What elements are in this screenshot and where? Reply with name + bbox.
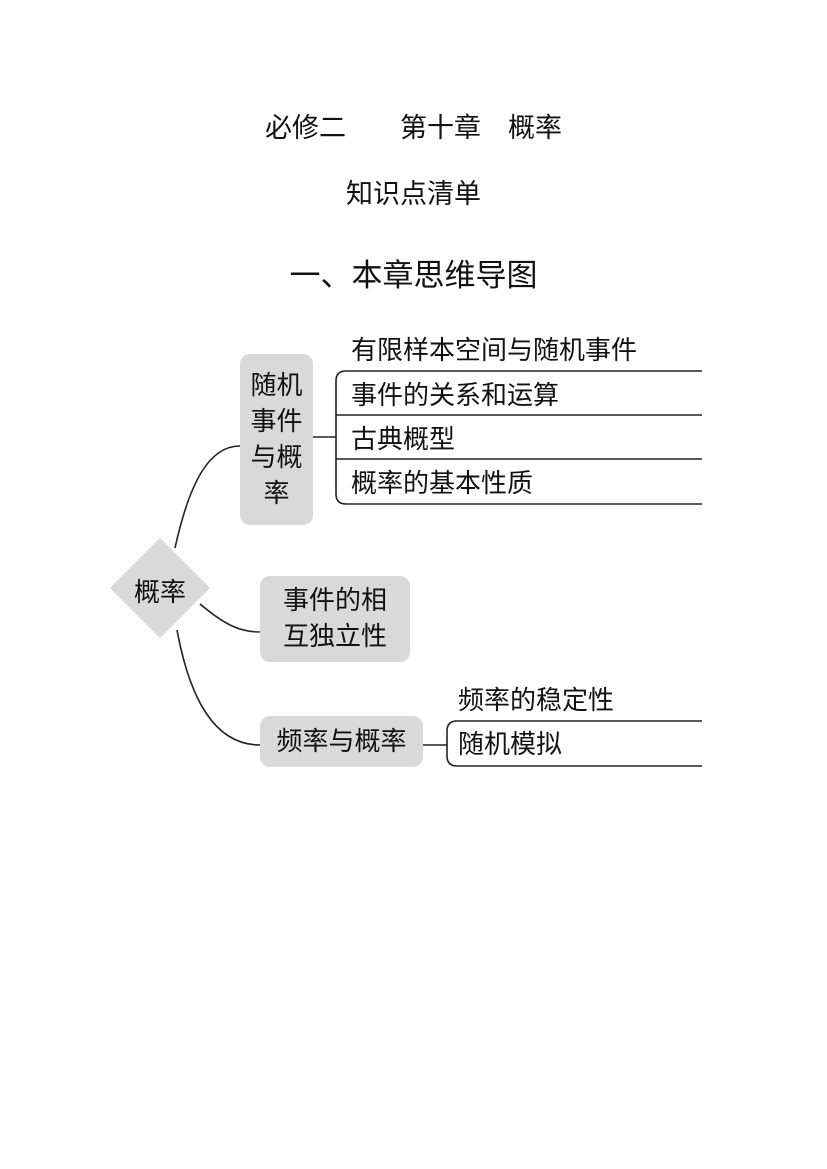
connector-root-branch3 (176, 629, 261, 746)
branch-random-events: 随机 事件 与概 率 (240, 354, 313, 525)
document-title: 必修二 第十章 概率 (265, 113, 562, 144)
connector-root-branch2 (199, 603, 261, 633)
section-heading: 一、本章思维导图 (289, 258, 538, 294)
bracket-branch1 (335, 370, 702, 505)
branch-frequency: 频率与概率 (260, 716, 423, 767)
leaf-event-relations: 事件的关系和运算 (351, 381, 560, 411)
root-diamond (110, 538, 210, 638)
leaf-sample-space: 有限样本空间与随机事件 (351, 336, 638, 366)
root-node: 概率 (134, 578, 187, 608)
connector-root-branch1 (174, 445, 241, 549)
document-subtitle: 知识点清单 (346, 179, 481, 210)
leaf-basic-properties: 概率的基本性质 (351, 469, 534, 499)
leaf-random-simulation: 随机模拟 (458, 730, 563, 760)
branch-independence: 事件的相 互独立性 (260, 576, 410, 662)
bracket-branch3 (446, 720, 702, 767)
leaf-classical-probability: 古典概型 (351, 425, 456, 455)
leaf-frequency-stability: 频率的稳定性 (458, 686, 615, 716)
